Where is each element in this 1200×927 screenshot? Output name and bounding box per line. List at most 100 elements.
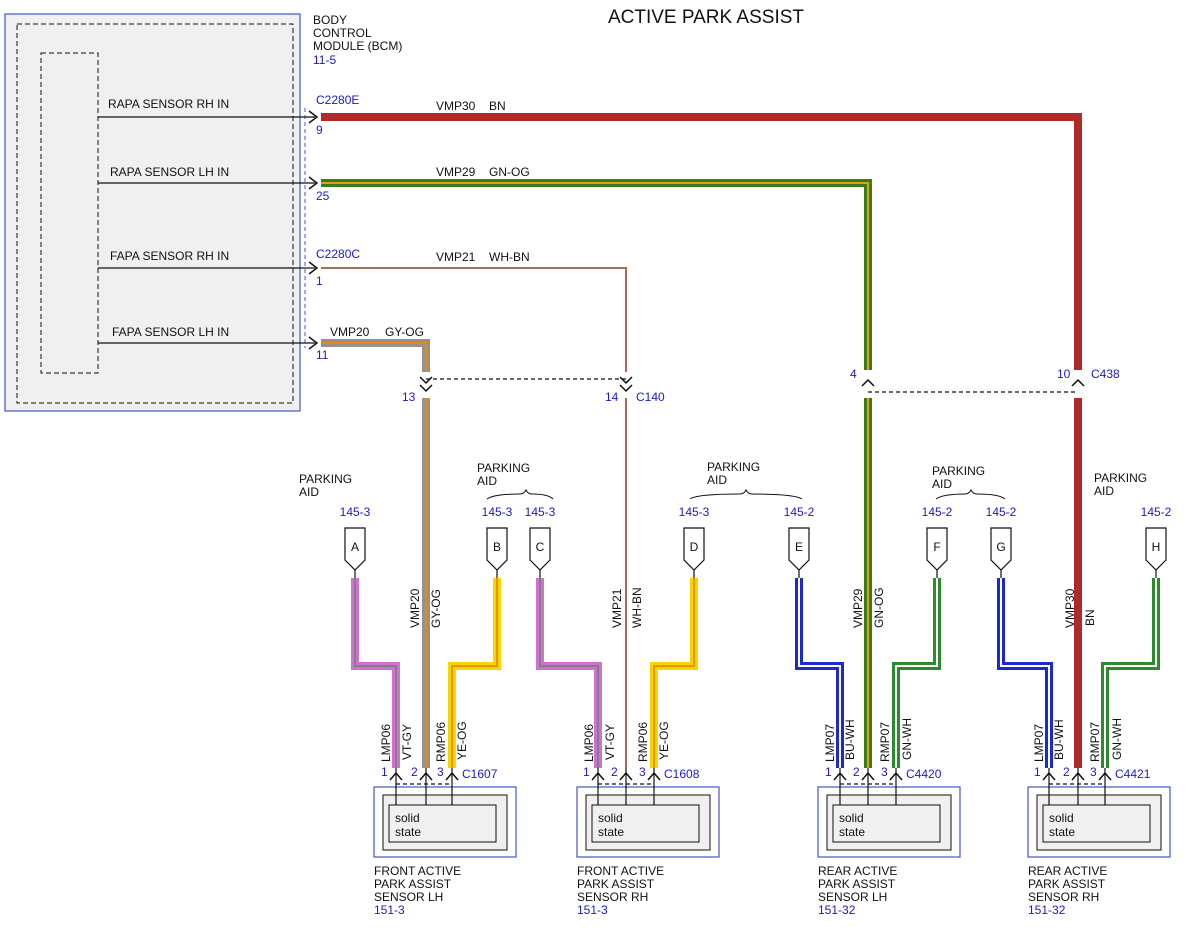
sensor-name-line: FRONT ACTIVE [577, 864, 664, 878]
bcm-name-line-2: CONTROL [313, 26, 372, 40]
bcm-input-rapa-lh: RAPA SENSOR LH IN [98, 165, 315, 184]
splice-tag-shape [529, 527, 551, 571]
sensor-name-line: PARK ASSIST [1028, 877, 1106, 891]
sensor-wire-color: GN-WH [900, 718, 914, 760]
sensor-pin-arrow [833, 771, 847, 781]
connector-pin: 14 [605, 390, 619, 404]
sensor-state-line-1: solid [839, 811, 864, 825]
parking-aid-brace [486, 488, 554, 500]
connector-pin: 4 [850, 367, 857, 381]
bcm-connector-pin: 9 [316, 123, 323, 137]
sensor-pin-arrow [445, 771, 459, 781]
connector-pin-symbol [1071, 378, 1085, 387]
bcm-input-label: RAPA SENSOR RH IN [108, 97, 229, 111]
sensor-core [388, 804, 497, 843]
splice-ref: 145-2 [922, 505, 953, 519]
bcm-input-fapa-rh: FAPA SENSOR RH IN [98, 249, 315, 269]
connector-name: C140 [636, 390, 665, 404]
sensor-pin-number: 1 [825, 765, 832, 779]
sensor-pin-arrow [861, 771, 875, 781]
splice-tag-shape [1145, 527, 1167, 571]
bcm-ref: 11-5 [313, 53, 336, 67]
bcm-input-label: RAPA SENSOR LH IN [110, 165, 229, 179]
sensor-wire-circuit: LMP07 [1032, 724, 1046, 762]
parking-aid-group: PARKING AID PARKING AID PARKING AID PARK… [299, 460, 1147, 500]
bcm-input-fapa-lh: FAPA SENSOR LH IN [98, 325, 315, 344]
sensor-pin-number: 2 [853, 765, 860, 779]
sensor-ref: 151-3 [374, 903, 405, 917]
sensor-pin-number: 3 [639, 765, 646, 779]
splice-c: 145-3C [525, 505, 556, 578]
sensor-pin-number: 1 [1034, 765, 1041, 779]
inline-connector-c438: 4 10 C438 [850, 367, 1120, 393]
wire-vmp21-upper [321, 264, 630, 372]
splice-letter: F [933, 540, 940, 554]
sensor-pin-arrow [1098, 771, 1112, 781]
bcm-connector-name: C2280E [316, 93, 359, 107]
wire-color-label: GY-OG [385, 325, 424, 339]
splice-a: 145-3A [340, 505, 371, 578]
wire-color-label: GN-OG [489, 165, 530, 179]
parking-aid-label-line-1: PARKING [1094, 471, 1147, 485]
wire-color-label-vertical: WH-BN [630, 587, 644, 628]
splice-b: 145-3B [482, 505, 513, 578]
bcm-pin-arrow [308, 176, 319, 190]
splice-tag-shape [344, 527, 366, 571]
splice-layer: 145-3A145-3B145-3C145-3D145-2E145-2F145-… [340, 505, 1172, 578]
sensor-name-line: FRONT ACTIVE [374, 864, 461, 878]
parking-aid-label-line-2: AID [932, 477, 952, 491]
sensor-state-line-2: state [598, 825, 624, 839]
wire-color-label: BN [489, 99, 506, 113]
sensor-wire-circuit: RMP07 [878, 722, 892, 762]
sensor-pin-arrow [619, 771, 633, 781]
wire-color-label: WH-BN [489, 250, 530, 264]
sensor-core [832, 804, 941, 843]
sensor-name-line: PARK ASSIST [577, 877, 655, 891]
splice-d: 145-3D [679, 505, 710, 578]
connector-pin-symbol [861, 378, 875, 387]
wire-layer [321, 113, 1160, 768]
sensor-pin-arrow [1042, 771, 1056, 781]
parking-aid-label-line-1: PARKING [299, 472, 352, 486]
sensor-name-line: SENSOR RH [1028, 890, 1099, 904]
sensor-wire-color: BU-WH [1052, 719, 1066, 760]
sensor-connector-name: C4420 [906, 767, 942, 781]
sensor-wire-color: GN-WH [1110, 718, 1124, 760]
sensor-name-line: PARK ASSIST [818, 877, 896, 891]
sensor-pin-arrow [591, 771, 605, 781]
bcm-name-line-1: BODY [313, 13, 347, 27]
sensor-wire-labels: LMP06 VT-GY RMP06 YE-OG LMP06 VT-GY RMP0… [379, 718, 1124, 762]
sensor-state-line-1: solid [395, 811, 420, 825]
bcm-connector-name: C2280C [316, 247, 360, 261]
sensor-wire-color: VT-GY [603, 724, 617, 760]
bcm-connector-pin: 11 [316, 348, 329, 362]
splice-tag-shape [788, 527, 810, 571]
sensor-pin-number: 3 [881, 765, 888, 779]
bcm-pin-arrow [308, 336, 319, 350]
sensor-ref: 151-32 [818, 903, 856, 917]
splice-letter: B [493, 540, 501, 554]
splice-letter: A [351, 540, 359, 554]
wire-lmp06-front-rh [536, 578, 602, 768]
splice-h: 145-2H [1141, 505, 1172, 578]
sensor-pin-number: 1 [381, 765, 388, 779]
bcm-core-dashed-box [40, 52, 99, 374]
splice-letter: H [1152, 540, 1161, 554]
splice-ref: 145-3 [679, 505, 710, 519]
wire-lmp07-rear-lh [795, 578, 844, 768]
parking-aid-label-line-2: AID [707, 473, 727, 487]
wire-lmp07-rear-rh [997, 578, 1053, 768]
splice-letter: D [690, 540, 699, 554]
sensor-connector-name: C1608 [664, 767, 700, 781]
wire-vmp30-upper [321, 113, 1082, 370]
connector-pin-symbol [619, 376, 633, 393]
sensor-ref: 151-3 [577, 903, 608, 917]
sensor-wire-color: YE-OG [455, 721, 469, 760]
sensor-pin-number: 2 [411, 765, 418, 779]
connector-name: C438 [1091, 367, 1120, 381]
sensor-connector-name: C1607 [462, 767, 498, 781]
sensor-pin-arrow [419, 771, 433, 781]
